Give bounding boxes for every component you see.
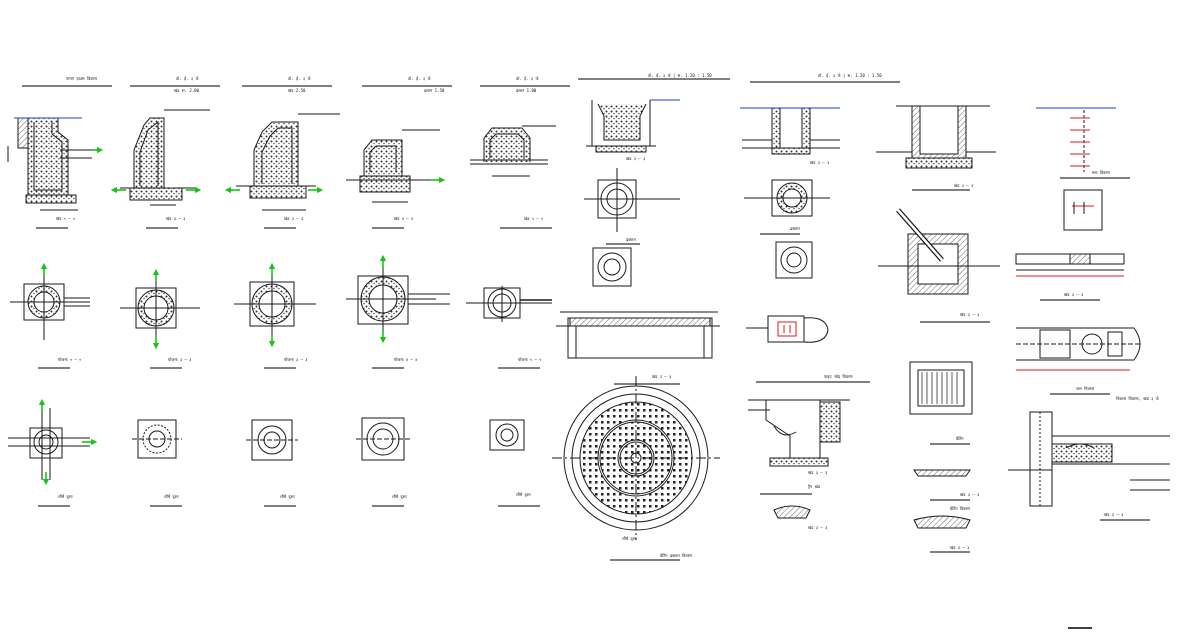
title-underlines <box>22 78 1150 561</box>
right-title: ठो. ई. ३ जे | स. 1.20 : 1.50 <box>818 73 882 78</box>
section-a-drawing <box>7 117 92 211</box>
round-grate-sub: शीर्ष दृश्य <box>622 536 637 541</box>
title-4: ठो. ई. ३ जे <box>408 76 431 81</box>
right-trap-label: ट्रैप खंड <box>808 484 821 489</box>
title-5: ठो. ई. ३ जे <box>516 76 539 81</box>
far-detail-3-label: खंड ३ – ३ <box>950 545 970 550</box>
plan-b-drawing <box>120 276 200 342</box>
plan-e-label: योजना ५ – ५ <box>518 357 542 362</box>
bar-label: खंड ३ – ३ <box>1064 292 1084 297</box>
top-view-b-label: शीर्ष दृश्य <box>164 494 179 499</box>
far-section-label: खंड ३ – ३ <box>954 183 974 188</box>
top-view-e-drawing <box>489 419 525 451</box>
top-view-b-drawing <box>132 419 182 459</box>
scale-sub-4: ढलान 1.50 <box>424 88 445 93</box>
plan-d-label: योजना ४ – ४ <box>394 357 418 362</box>
top-view-e-label: शीर्ष दृश्य <box>516 492 531 497</box>
plan-e-drawing <box>466 286 552 322</box>
plan-a-drawing <box>10 270 90 340</box>
right-trap-label-2: खंड ३ – ३ <box>808 470 828 475</box>
scale-sub-5: ढलान 1.00 <box>516 88 537 93</box>
scale-sub-2: खंड स. 2.00 <box>174 88 199 93</box>
detail-label: खंड ३ – ३ <box>1104 512 1124 517</box>
chamber-plan-drawing <box>744 179 830 279</box>
chamber-section-drawing <box>740 107 840 155</box>
section-e-label: खंड ५ – ५ <box>524 216 544 221</box>
inclined-pipe-plan-drawing <box>878 208 1000 295</box>
level-column-drawing <box>1036 107 1116 231</box>
mid-plan-label: ढक्कन <box>626 237 636 242</box>
bar-elevation-drawing <box>1015 253 1125 277</box>
section-d-drawing <box>346 129 440 203</box>
detail-title: निकास विवरण, खंड ३ जे <box>1116 396 1159 401</box>
plan-b-label: योजना ३ – ३ <box>168 357 192 362</box>
top-view-a-label: शीर्ष दृश्य <box>58 494 73 499</box>
u-label: जल निकास <box>1076 386 1095 391</box>
right-small-label: खंड ३ – ३ <box>808 525 828 530</box>
title-3: ठो. ई. ३ जे <box>288 76 311 81</box>
small-grate-drawing <box>773 505 811 519</box>
top-view-c-label: शीर्ष दृश्य <box>280 494 295 499</box>
well-section-drawing <box>876 105 996 169</box>
scale-sub-3: खंड 2.50 <box>288 88 306 93</box>
right-section-label: खंड ३ – ३ <box>810 160 830 165</box>
plan-d-drawing <box>346 262 450 338</box>
section-c-label: खंड ३ – ३ <box>284 216 304 221</box>
wall-drain-detail-drawing <box>1008 411 1170 507</box>
grating-frame-drawing <box>909 361 973 415</box>
flow-arrows <box>38 146 446 486</box>
drain-channel-plan-drawing <box>1016 327 1141 371</box>
manhole-plan-drawing <box>584 168 680 287</box>
plan-c-drawing <box>234 270 316 338</box>
level-legend-label: स्तर विवरण <box>1092 170 1110 175</box>
plan-a-label: योजना ० – ० <box>58 357 82 362</box>
far-detail-1-label: खंड ३ – ३ <box>960 492 980 497</box>
right-plan-label: ढक्कन <box>790 226 800 231</box>
section-a-label: खंड ० – ० <box>56 216 76 221</box>
manhole-long-section-drawing <box>556 311 720 359</box>
pipe-joint-drawing <box>746 315 829 343</box>
round-grating-drawing <box>552 376 720 540</box>
far-plan-label: खंड ३ – ३ <box>960 312 980 317</box>
plan-c-label: योजना ३ – ३ <box>284 357 308 362</box>
section-c-drawing <box>236 113 340 211</box>
mid-long-label: खंड ३ – ३ <box>652 374 672 379</box>
title-1: पम्पग हाउस विवरण <box>66 76 97 81</box>
top-view-a-drawing <box>8 408 90 480</box>
top-view-c-drawing <box>246 419 298 461</box>
manhole-section-drawing <box>586 99 680 153</box>
trap-section-drawing <box>748 399 850 467</box>
top-view-d-label: शीर्ष दृश्य <box>392 494 407 499</box>
title-2: ठो. ई. ३ जे <box>176 76 199 81</box>
far-detail-2-label: ग्रेटिंग विवरण <box>950 506 970 511</box>
far-grate-label: ग्रेटिंग <box>956 436 964 441</box>
section-e-drawing <box>470 125 556 177</box>
section-b-label: खंड ३ – ३ <box>166 216 186 221</box>
section-b-drawing <box>120 109 210 206</box>
mid-title: ठो. ई. ३ जे | स. 1.20 : 1.50 <box>648 73 712 78</box>
top-view-d-drawing <box>356 417 412 461</box>
section-d-label: खंड ४ – ४ <box>394 216 414 221</box>
grate-detail-drawings <box>913 469 971 529</box>
mid-section-label: खंड ३ – ३ <box>626 156 646 161</box>
round-grate-title: ग्रेटिंग ढक्कन विवरण <box>660 553 693 558</box>
right-pipe-label: पाइप जोड़ विवरण <box>824 374 853 379</box>
